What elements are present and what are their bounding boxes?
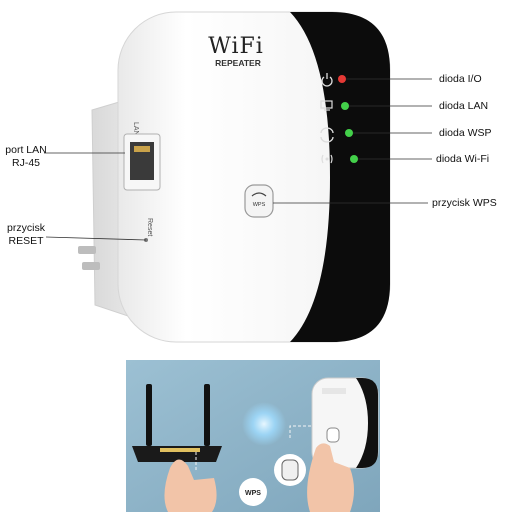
power-icon [321, 73, 333, 87]
sync-icon [320, 127, 334, 143]
led-lan [341, 102, 349, 110]
plug-pin-bottom [82, 262, 100, 270]
callout-reset-line2: RESET [8, 235, 44, 247]
callout-led-wsp: dioda WSP [439, 127, 492, 139]
brand-logo: WiFi [208, 34, 264, 59]
callout-port-lan-line2: RJ-45 [11, 157, 40, 169]
callout-led-io: dioda I/O [439, 73, 482, 85]
wps-button [244, 184, 274, 218]
wps-button-text: WPS [253, 202, 266, 208]
monitor-icon [320, 100, 333, 111]
wifi-signal-icon [321, 154, 333, 164]
signal-glow [242, 402, 286, 446]
led-wps [345, 129, 353, 137]
callout-line-reset [45, 236, 147, 241]
callout-wps-button: przycisk WPS [432, 197, 497, 209]
callout-reset: przycisk RESET [4, 222, 48, 248]
wps-badge-label: WPS [245, 490, 261, 497]
lan-port-label: LAN [132, 122, 139, 136]
callout-reset-line1: przycisk [7, 222, 45, 234]
plug-pin-top [78, 246, 96, 254]
lan-port-contacts [134, 146, 150, 152]
mini-repeater-logo [322, 388, 346, 394]
wps-icon-badge-button [281, 459, 299, 481]
front-panel [290, 12, 390, 342]
hand-left [164, 459, 217, 512]
reset-label: Reset [146, 218, 153, 236]
wps-button-icon [251, 192, 267, 197]
callout-led-lan: dioda LAN [439, 100, 489, 112]
repeater-device: WiFi REPEATER LAN Reset WPS [78, 11, 391, 343]
usage-scene: WPS [126, 360, 380, 512]
led-wifi [350, 155, 358, 163]
mini-repeater-wps [326, 427, 340, 443]
mini-repeater-panel [356, 378, 378, 468]
callout-lines [44, 78, 432, 241]
router-antenna-left [146, 384, 152, 446]
wps-badge [239, 478, 267, 506]
callout-led-wifi: dioda Wi-Fi [436, 153, 490, 165]
callout-port-lan-line1: port LAN [5, 144, 47, 156]
router-ports [160, 448, 200, 452]
connection-lines [195, 425, 330, 470]
router-antenna-right [204, 384, 210, 446]
router [132, 384, 222, 462]
callout-port-lan: port LAN RJ-45 [4, 144, 48, 170]
model-label: REPEATER [215, 58, 261, 68]
led-power [338, 75, 346, 83]
hand-right [307, 443, 354, 512]
